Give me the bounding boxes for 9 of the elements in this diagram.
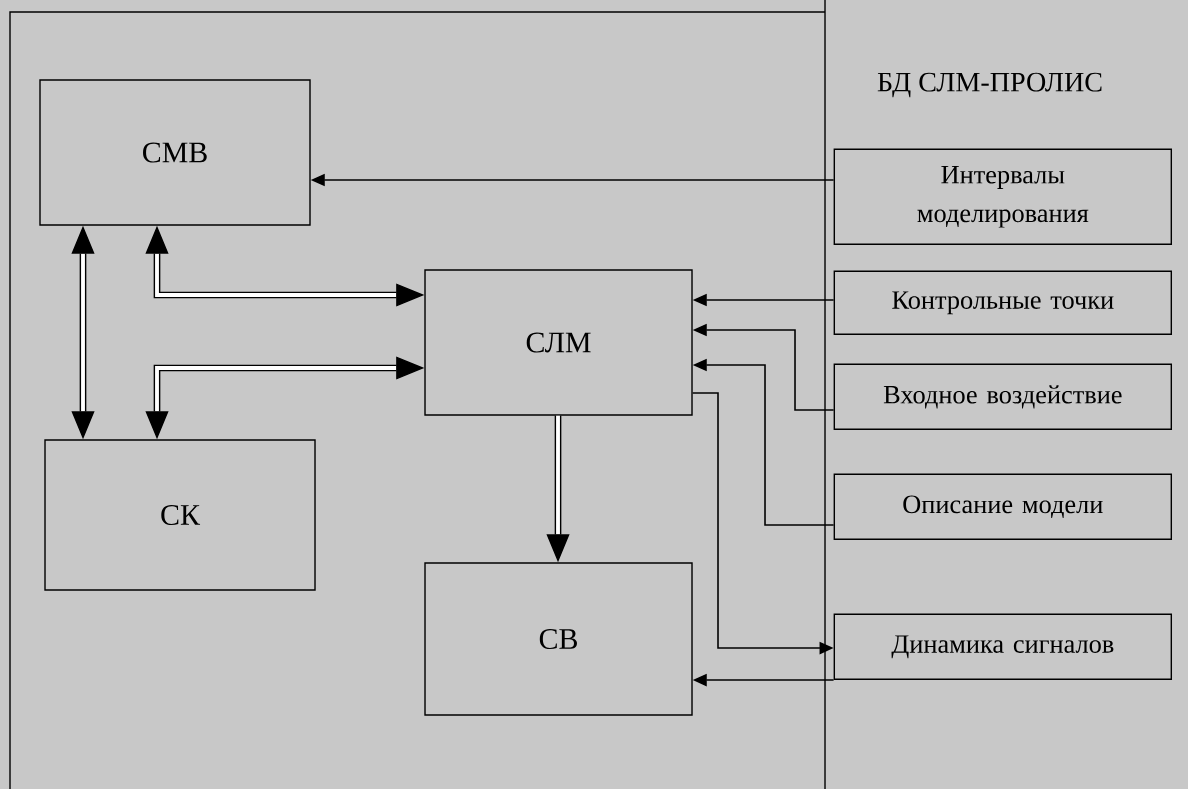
data-box: Динамика сигналов: [833, 613, 1172, 680]
data-box: Описание модели: [833, 473, 1172, 540]
process-box: СМВ: [39, 79, 311, 226]
data-box: Интервалы моделирования: [833, 148, 1172, 245]
process-box: СК: [44, 439, 316, 591]
process-box: СЛМ: [424, 269, 693, 416]
data-box: Входное воздействие: [833, 363, 1172, 430]
data-box: Контрольные точки: [833, 270, 1172, 335]
process-box: СВ: [424, 562, 693, 716]
